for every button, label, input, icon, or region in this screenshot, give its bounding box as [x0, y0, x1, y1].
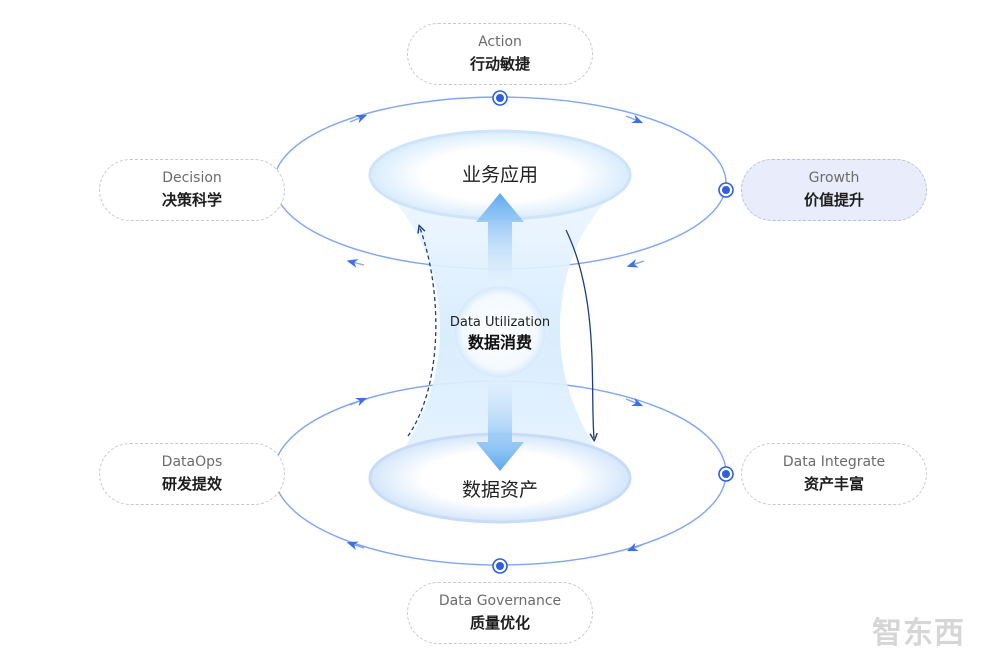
dashed-feedback-curve [407, 228, 437, 437]
top-ring-arrow-2 [625, 114, 644, 124]
layer-bottom-label: 数据资产 [461, 479, 538, 501]
node-decision: Decision 决策科学 [99, 159, 285, 221]
center-sphere [453, 285, 547, 379]
center-label: Data Utilization 数据消费 [420, 314, 580, 354]
solid-feedback-curve [565, 229, 594, 438]
watermark-logo: 智东西 [872, 616, 965, 651]
node-integrate-en: Data Integrate [782, 454, 886, 470]
node-growth-zh: 价值提升 [803, 191, 864, 209]
bottom-ring-arrow-3 [626, 542, 645, 552]
top-ring-arrow-4 [346, 259, 365, 268]
node-governance-zh: 质量优化 [469, 614, 530, 632]
top-ring-arrow-3 [626, 258, 645, 268]
node-integrate-zh: 资产丰富 [803, 475, 864, 493]
node-governance-en: Data Governance [438, 593, 562, 609]
bottom-ring-arrow-1 [349, 397, 368, 407]
node-action-zh: 行动敏捷 [469, 55, 530, 73]
node-action-en: Action [478, 34, 522, 50]
node-growth: Growth 价值提升 [741, 159, 927, 221]
node-dataops-en: DataOps [161, 454, 223, 470]
bottom-ring-arrow-2 [625, 397, 644, 407]
node-decision-en: Decision [162, 170, 222, 186]
down-flow-arrow [476, 360, 524, 471]
node-governance: Data Governance 质量优化 [407, 582, 593, 644]
top-ring-arrow-1 [349, 114, 368, 124]
node-integrate: Data Integrate 资产丰富 [741, 443, 927, 505]
bottom-ring-arrow-4 [346, 541, 365, 551]
center-label-zh: 数据消费 [467, 333, 532, 352]
up-flow-arrow [476, 193, 524, 300]
center-label-en: Data Utilization [449, 315, 551, 330]
node-action: Action 行动敏捷 [407, 23, 593, 85]
node-growth-en: Growth [808, 170, 860, 186]
node-decision-zh: 决策科学 [161, 191, 222, 209]
node-dataops: DataOps 研发提效 [99, 443, 285, 505]
node-dataops-zh: 研发提效 [161, 475, 222, 493]
layer-top-label: 业务应用 [461, 164, 538, 186]
